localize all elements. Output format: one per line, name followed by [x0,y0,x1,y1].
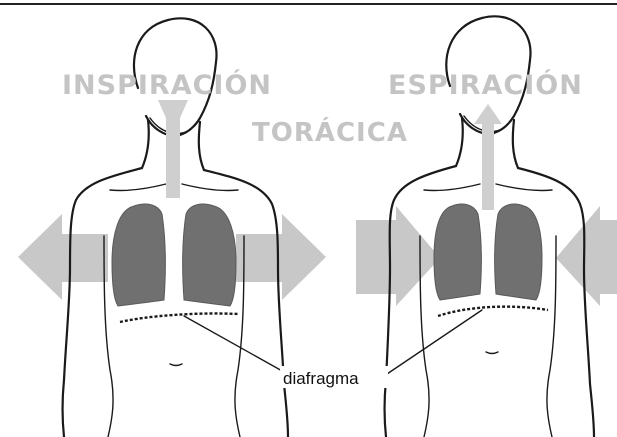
expiration-clavicle-left [424,184,480,191]
expiration-heading: ESPIRACIÓN [388,69,583,101]
inspiration-neck-left [142,120,149,168]
expiration-left-lung [434,204,481,300]
right-chest-arrow-inward [556,206,617,306]
expiration-neck-right [513,120,518,168]
left-chest-arrow-inward [356,206,440,306]
inspiration-airway-inflow-arrow [158,100,188,198]
inspiration-navel [170,364,182,366]
inspiration-diaphragm [120,313,238,322]
expiration-torso-right [547,236,556,437]
expiration-airway-outflow-arrow [474,104,502,210]
expiration-neck-left [456,118,463,166]
expiration-diaphragm [438,307,548,316]
inspiration-clavicle-right [182,184,238,191]
inspiration-left-lung [112,204,165,306]
inspiration-right-lung [183,204,236,306]
diafragma-label: diafragma [283,369,359,388]
diafragma-callout-line-right [384,310,482,376]
inspiration-clavicle-left [110,184,166,191]
expiration-clavicle-right [496,184,552,191]
inspiration-neck-right [199,122,204,170]
thoracic-subheading: TORÁCICA [252,116,408,148]
expiration-right-lung [495,204,542,300]
left-chest-arrow-outward [18,214,108,300]
inspiration-heading: INSPIRACIÓN [62,69,272,101]
expiration-navel [486,352,498,354]
diafragma-callout-line-left [184,316,284,372]
right-chest-arrow-outward [236,214,326,300]
